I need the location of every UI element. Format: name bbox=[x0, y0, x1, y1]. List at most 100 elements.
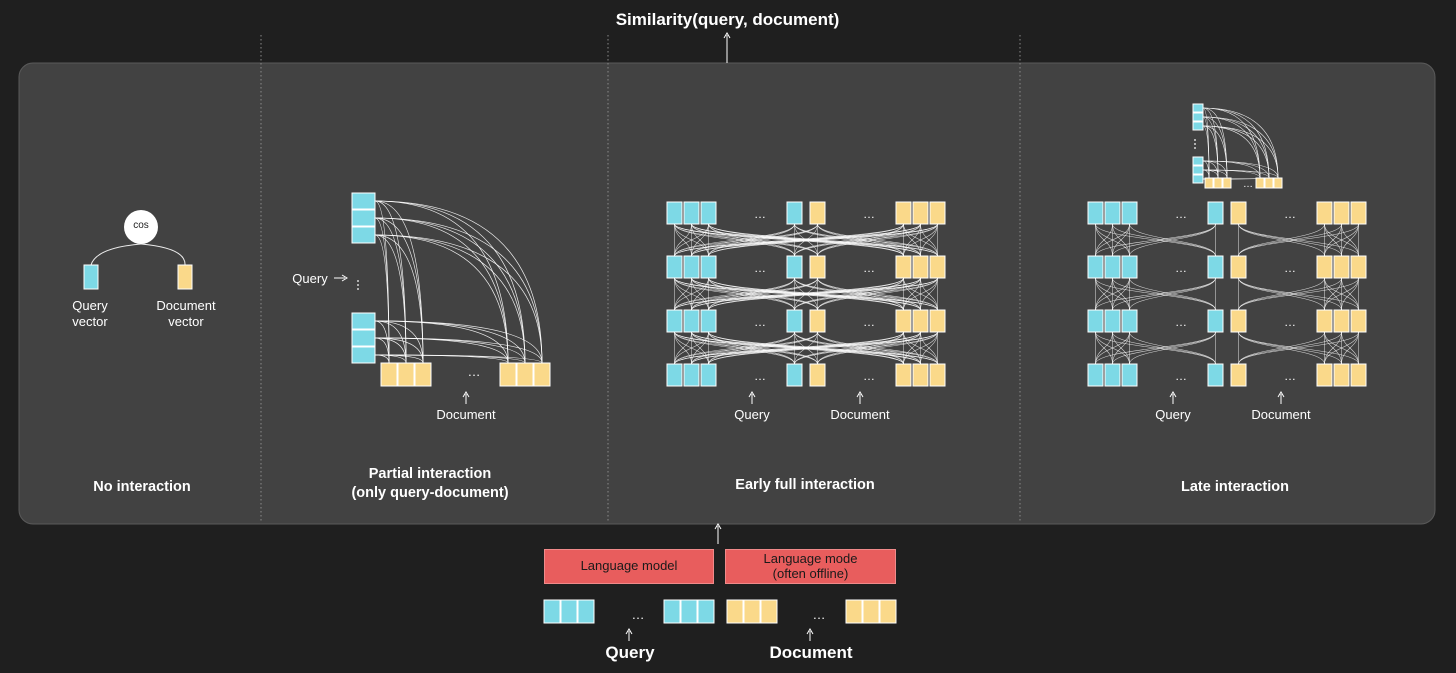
late-interaction-curve bbox=[1238, 277, 1359, 311]
early-query-label: Query bbox=[734, 407, 770, 422]
panel-title-no-interaction: No interaction bbox=[93, 479, 191, 495]
query-token bbox=[1104, 309, 1121, 333]
late-interaction-curve bbox=[1341, 277, 1359, 311]
query-token bbox=[683, 309, 700, 333]
document-token bbox=[929, 363, 946, 387]
early-document-ellipsis: … bbox=[863, 207, 875, 221]
late-interaction-curve bbox=[1324, 277, 1359, 311]
early-interaction-curve bbox=[920, 223, 938, 257]
query-token bbox=[351, 209, 376, 227]
query-token bbox=[351, 312, 376, 330]
document-token bbox=[1350, 309, 1367, 333]
query-token bbox=[666, 363, 683, 387]
late-query-ellipsis: … bbox=[1175, 207, 1187, 221]
late-interaction-curve bbox=[1112, 223, 1130, 257]
late-query-label: Query bbox=[1155, 407, 1191, 422]
partial-interaction-curve bbox=[374, 320, 543, 364]
late-mini-query-dots bbox=[1194, 147, 1196, 149]
document-token bbox=[1230, 255, 1247, 279]
query-token bbox=[663, 599, 681, 624]
language-model-query-box: Language model bbox=[544, 549, 714, 584]
partial-document-arrow-head bbox=[462, 391, 470, 398]
query-token bbox=[700, 201, 717, 225]
document-token bbox=[1273, 177, 1283, 189]
early-document-ellipsis: … bbox=[863, 315, 875, 329]
document-token bbox=[929, 255, 946, 279]
document-token bbox=[1333, 309, 1350, 333]
late-interaction-curve bbox=[1238, 223, 1359, 257]
language-model-document-label-1: Language mode bbox=[763, 550, 858, 566]
late-interaction-curve bbox=[1095, 277, 1130, 311]
document-token bbox=[1316, 309, 1333, 333]
early-interaction-curve bbox=[794, 331, 938, 365]
partial-interaction-curve bbox=[374, 234, 424, 364]
partial-interaction-curve bbox=[374, 354, 543, 364]
document-token bbox=[895, 309, 912, 333]
late-query-ellipsis: … bbox=[1175, 315, 1187, 329]
early-interaction-curve bbox=[817, 223, 938, 257]
query-token bbox=[351, 192, 376, 210]
query-vector-label-2: vector bbox=[72, 314, 108, 329]
partial-interaction-curve bbox=[374, 200, 543, 364]
bottom-query-ellipsis: … bbox=[632, 607, 645, 622]
query-token bbox=[683, 201, 700, 225]
query-token bbox=[666, 201, 683, 225]
query-token bbox=[1104, 255, 1121, 279]
query-token bbox=[786, 363, 803, 387]
late-interaction-curve bbox=[1238, 331, 1359, 365]
panel-title-late: Late interaction bbox=[1181, 479, 1289, 495]
late-document-ellipsis: … bbox=[1284, 207, 1296, 221]
panel-title-early: Early full interaction bbox=[735, 477, 875, 493]
document-token bbox=[895, 255, 912, 279]
query-token bbox=[1192, 112, 1204, 122]
late-interaction-curve bbox=[1129, 223, 1216, 257]
document-token bbox=[1316, 363, 1333, 387]
document-token bbox=[929, 201, 946, 225]
early-interaction-curve bbox=[708, 277, 938, 311]
early-interaction-curve bbox=[691, 223, 818, 257]
late-interaction-curve bbox=[1129, 331, 1216, 365]
document-token bbox=[895, 201, 912, 225]
early-interaction-curve bbox=[674, 277, 709, 311]
document-token bbox=[1264, 177, 1274, 189]
query-token bbox=[1121, 201, 1138, 225]
partial-interaction-curve bbox=[374, 217, 526, 364]
tokens: ………………………………………………… bbox=[83, 103, 1367, 624]
document-token bbox=[845, 599, 863, 624]
document-token bbox=[380, 362, 398, 387]
partial-ellipsis: … bbox=[467, 364, 481, 379]
partial-interaction-curve bbox=[374, 200, 509, 364]
early-interaction-curve bbox=[708, 223, 818, 257]
late-interaction-curve bbox=[1129, 277, 1216, 311]
document-vector-label-1: Document bbox=[156, 298, 216, 313]
document-token bbox=[1316, 255, 1333, 279]
panel-dividers bbox=[260, 35, 1021, 522]
partial-interaction-curve bbox=[374, 217, 543, 364]
early-interaction-curve bbox=[708, 277, 795, 311]
early-interaction-curve bbox=[674, 331, 818, 365]
partial-interaction-curve bbox=[374, 234, 390, 364]
query-token bbox=[1087, 309, 1104, 333]
late-query-ellipsis: … bbox=[1175, 369, 1187, 383]
document-token bbox=[1333, 201, 1350, 225]
interaction-lines bbox=[90, 107, 1359, 365]
query-token bbox=[1087, 363, 1104, 387]
partial-query-dots bbox=[357, 280, 359, 282]
query-token bbox=[1121, 309, 1138, 333]
document-token bbox=[895, 363, 912, 387]
early-query-ellipsis: … bbox=[754, 261, 766, 275]
early-interaction-curve bbox=[691, 223, 709, 257]
query-token bbox=[351, 329, 376, 347]
document-token bbox=[397, 362, 415, 387]
query-token bbox=[1192, 121, 1204, 131]
document-token bbox=[879, 599, 897, 624]
early-interaction-curve bbox=[708, 223, 938, 257]
query-token bbox=[1104, 363, 1121, 387]
late-mini-curve bbox=[1202, 169, 1279, 179]
early-interaction-curve bbox=[794, 223, 938, 257]
partial-query-dots bbox=[357, 284, 359, 286]
similarity-arrow-head bbox=[723, 32, 731, 39]
partial-interaction-curve bbox=[374, 200, 526, 364]
query-token bbox=[1087, 255, 1104, 279]
